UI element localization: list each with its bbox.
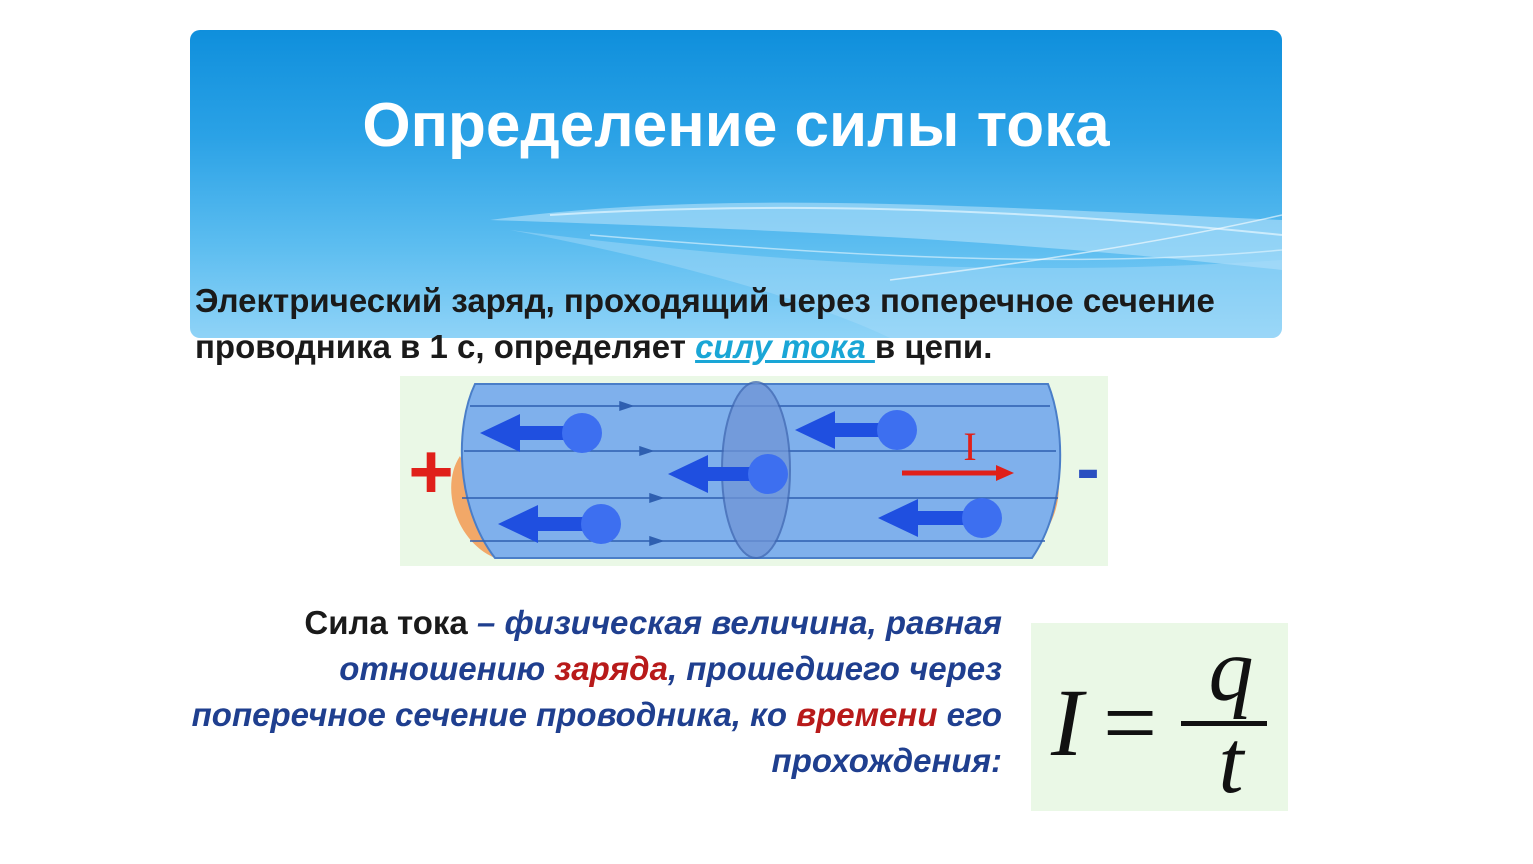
banner-waves — [490, 202, 1282, 338]
electron — [581, 504, 621, 544]
electron-arrow — [795, 411, 880, 449]
electron-arrow — [480, 414, 575, 452]
electrons — [480, 410, 1002, 544]
definition-part-1: – физическая величина, равная отношению — [339, 604, 1002, 687]
intro-text: Электрический заряд, проходящий через по… — [195, 278, 1295, 370]
electron — [562, 413, 602, 453]
plus-sign: + — [408, 427, 454, 515]
minus-sign: - — [1076, 429, 1099, 507]
electron — [748, 454, 788, 494]
intro-part-1: Электрический заряд, проходящий через по… — [195, 282, 1215, 365]
formula-equals: = — [1103, 669, 1158, 776]
electron-arrow — [668, 455, 755, 493]
formula-fraction-bar — [1181, 721, 1267, 726]
definition-part-2: , прошедшего через поперечное сечение пр… — [191, 650, 1002, 733]
slide-title: Определение силы тока — [362, 91, 1110, 160]
definition-part-3: его прохождения: — [771, 696, 1002, 779]
formula-numerator: q — [1208, 621, 1254, 720]
formula-lhs: I — [1051, 669, 1083, 776]
current-strength-link[interactable]: силу тока — [695, 328, 875, 365]
formula-denominator: t — [1218, 713, 1244, 812]
electron-arrow — [878, 499, 966, 537]
formula-box: I = q t — [1031, 623, 1288, 811]
current-arrowhead — [996, 465, 1014, 481]
title-banner — [190, 30, 1282, 338]
definition-term: Сила тока — [304, 604, 468, 641]
definition-text: Сила тока – физическая величина, равная … — [150, 600, 1002, 784]
electron — [962, 498, 1002, 538]
current-label: I — [963, 424, 976, 469]
electron-arrow — [498, 505, 590, 543]
conductor-diagram: I + - — [400, 376, 1108, 566]
electron — [877, 410, 917, 450]
intro-part-2: в цепи. — [874, 328, 993, 365]
definition-word-charge: заряда — [554, 650, 668, 687]
definition-word-time: времени — [796, 696, 938, 733]
